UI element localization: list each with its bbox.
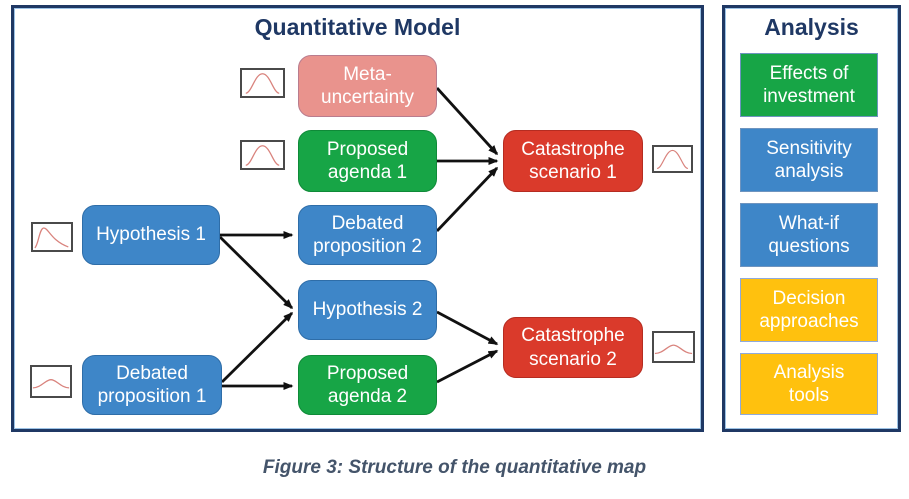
node-catastrophe-scenario-2: Catastrophe scenario 2 [503,317,643,378]
wide-flat-curve-icon [652,331,695,363]
node-debated-proposition-2: Debated proposition 2 [298,205,437,265]
node-catastrophe-scenario-1: Catastrophe scenario 1 [503,130,643,192]
node-proposed-agenda-1: Proposed agenda 1 [298,130,437,192]
wide-flat-curve-icon [30,365,72,398]
analysis-item-sensitivity-analysis: Sensitivity analysis [740,128,878,192]
node-meta-uncertainty: Meta- uncertainty [298,55,437,117]
left-skewed-curve-icon [31,222,73,252]
figure-caption: Figure 3: Structure of the quantitative … [262,457,647,478]
node-hypothesis-1: Hypothesis 1 [82,205,220,265]
bell-curve-icon [240,140,285,170]
analysis-item-analysis-tools: Analysis tools [740,353,878,415]
analysis-item-what-if-questions: What-if questions [740,203,878,267]
node-hypothesis-2: Hypothesis 2 [298,280,437,340]
bell-curve-icon [240,68,285,98]
quantitative-model-title: Quantitative Model [254,14,461,40]
analysis-item-decision-approaches: Decision approaches [740,278,878,342]
bell-curve-icon [652,145,693,173]
node-proposed-agenda-2: Proposed agenda 2 [298,355,437,415]
analysis-title: Analysis [764,14,859,40]
analysis-item-effects-of-investment: Effects of investment [740,53,878,117]
node-debated-proposition-1: Debated proposition 1 [82,355,222,415]
